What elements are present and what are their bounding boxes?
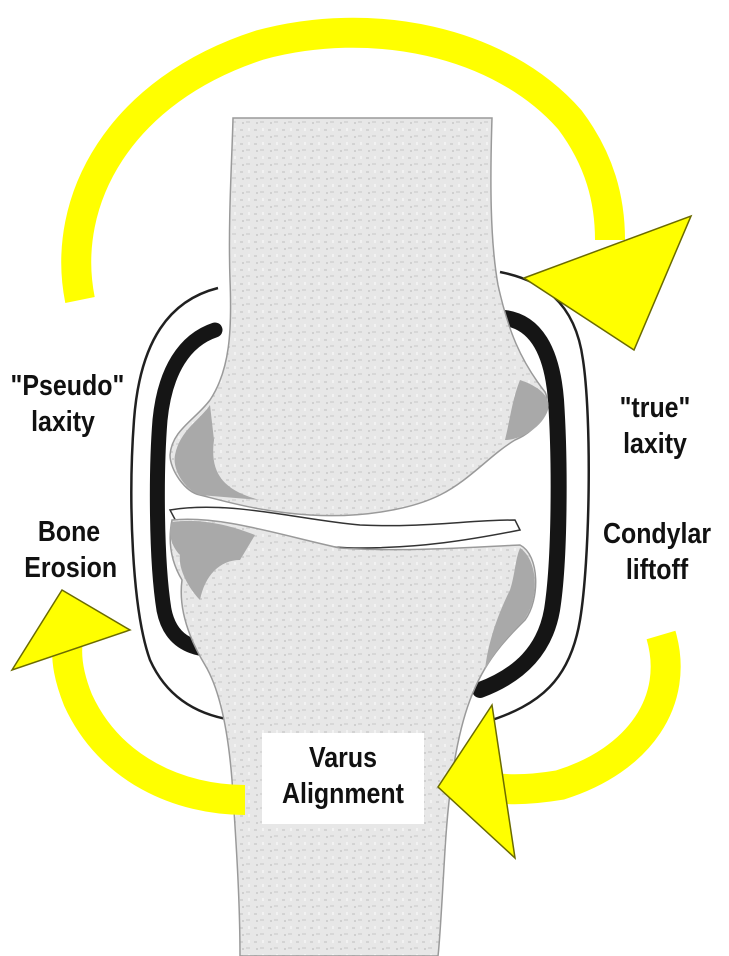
pseudo-laxity-line-1: "Pseudo" — [11, 368, 116, 404]
pseudo-laxity-line-2: laxity — [11, 404, 116, 440]
true-laxity-label: "true" laxity — [608, 390, 703, 462]
condylar-liftoff-line-1: Condylar — [603, 516, 711, 552]
bone-erosion-line-1: Bone — [24, 514, 113, 550]
pseudo-laxity-label: "Pseudo" laxity — [11, 368, 116, 440]
femur-bone — [170, 118, 547, 516]
varus-alignment-label: Varus Alignment — [273, 740, 412, 812]
condylar-liftoff-label: Condylar liftoff — [603, 516, 711, 588]
bone-erosion-label: Bone Erosion — [24, 514, 113, 586]
condylar-liftoff-line-2: liftoff — [603, 552, 711, 588]
true-laxity-line-1: "true" — [608, 390, 703, 426]
true-laxity-line-2: laxity — [608, 426, 703, 462]
varus-alignment-line-1: Varus — [273, 740, 412, 776]
varus-alignment-line-2: Alignment — [273, 776, 412, 812]
bone-erosion-line-2: Erosion — [24, 550, 113, 586]
